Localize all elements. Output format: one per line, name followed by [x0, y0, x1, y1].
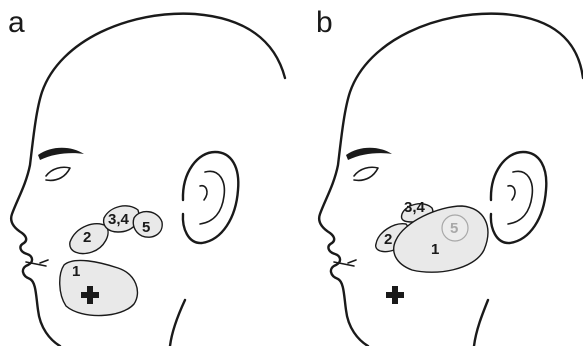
zone-1-label: 1 — [72, 263, 80, 280]
zone-3-4-label: 3,4 — [108, 211, 130, 228]
zone-2-label: 2 — [384, 231, 392, 248]
neck-line — [474, 300, 488, 346]
eyebrow — [346, 148, 392, 160]
zone-5-label: 5 — [450, 220, 458, 237]
zone-1-label: 1 — [431, 241, 439, 258]
ear — [491, 152, 546, 243]
eye — [354, 167, 378, 180]
panel-b: b 3,4 2 1 5 — [316, 6, 583, 346]
eye — [46, 167, 70, 180]
panel-letter: b — [316, 6, 333, 39]
panel-letter: a — [8, 6, 25, 39]
neck-line — [170, 300, 185, 346]
plus-marker — [386, 286, 404, 304]
eyebrow — [38, 148, 84, 160]
zone-3-4-label: 3,4 — [404, 199, 426, 216]
ear — [183, 152, 238, 243]
panel-a: a 1 2 3,4 5 — [8, 6, 285, 346]
zone-2-label: 2 — [83, 229, 91, 246]
ear-inner — [200, 171, 224, 224]
ear-inner — [508, 171, 532, 224]
zone-5-label: 5 — [142, 219, 150, 236]
